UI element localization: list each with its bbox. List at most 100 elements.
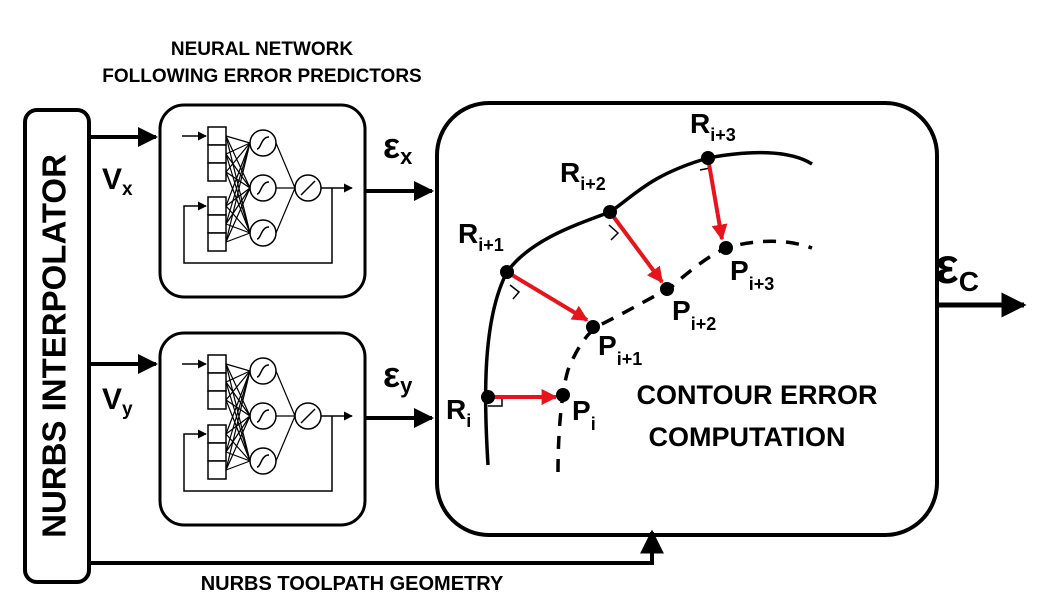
point-p-i-plus-1 — [586, 320, 600, 334]
nn-feedback-loop — [183, 416, 333, 492]
ey-label: εy — [383, 354, 413, 398]
nn-connection — [225, 381, 251, 417]
right-angle-marker — [509, 284, 521, 300]
nn-hidden-neuron — [249, 357, 277, 385]
error-vector — [608, 210, 664, 284]
neural-network-x-block — [158, 103, 367, 299]
nn-connection — [225, 370, 251, 453]
nn-connection — [225, 135, 251, 189]
label-r-i-plus-2: Ri+2 — [560, 157, 606, 194]
point-r-i — [481, 390, 495, 404]
sigmoid-icon — [256, 136, 270, 150]
point-r-i-plus-1 — [500, 265, 514, 279]
linear-icon — [300, 180, 316, 196]
nn-input-cell — [207, 162, 227, 182]
point-r-i-plus-2 — [603, 205, 617, 219]
error-vector — [505, 270, 589, 322]
nn-input-cell — [207, 144, 227, 164]
nn-connection — [225, 399, 251, 417]
ex-label: εx — [383, 125, 413, 169]
point-p-i-plus-2 — [660, 282, 674, 296]
nn-input-cell — [207, 372, 227, 392]
contour-title-line-2: COMPUTATION — [649, 422, 846, 452]
nn-connection — [225, 460, 251, 471]
nn-connection — [225, 142, 251, 155]
nurbs-interpolator-label: NURBS INTERPOLATOR — [36, 154, 73, 538]
nn-connection — [225, 415, 251, 453]
nn-connection — [225, 370, 251, 471]
nn-connection — [275, 370, 296, 417]
label-r-i-plus-1: Ri+1 — [458, 218, 504, 255]
point-r-i-plus-3 — [701, 151, 715, 165]
sigmoid-icon — [256, 409, 270, 423]
nn-connection — [225, 142, 251, 173]
error-vector — [706, 157, 728, 241]
nn-input-cell — [207, 460, 227, 480]
vx-label: Vx — [102, 163, 133, 200]
nn-hidden-neuron — [249, 174, 277, 202]
reference-curve — [483, 150, 813, 466]
sigmoid-icon — [256, 364, 270, 378]
ec-label: εC — [935, 238, 979, 297]
right-angle-marker — [488, 396, 503, 407]
nn-hidden-neuron — [249, 402, 277, 430]
header-line-1: NEURAL NETWORK — [171, 39, 354, 60]
point-p-i — [556, 388, 570, 402]
sigmoid-icon — [256, 226, 270, 240]
actual-curve — [556, 239, 813, 473]
nn-input-cell — [207, 390, 227, 410]
nn-feedback-loop — [183, 188, 333, 264]
nn-input-cell — [207, 126, 227, 146]
nn-connection — [225, 370, 251, 383]
toolpath-geometry-label: NURBS TOOLPATH GEOMETRY — [201, 573, 504, 595]
label-p-i-plus-3: Pi+3 — [730, 255, 774, 294]
nn-connection — [225, 135, 251, 144]
nn-connection — [225, 363, 251, 372]
vy-label: Vy — [102, 383, 133, 420]
nn-connection — [225, 171, 251, 189]
label-r-i: Ri — [446, 394, 471, 431]
neural-network-y-block — [158, 331, 367, 527]
contour-title-line-1: CONTOUR ERROR — [636, 380, 877, 410]
nn-connection — [225, 142, 251, 225]
right-angle-marker — [608, 224, 620, 241]
nn-input-cell — [207, 196, 227, 216]
nn-connection — [225, 415, 251, 435]
nn-connection — [225, 153, 251, 189]
linear-icon — [300, 408, 316, 424]
nn-input-cell — [207, 354, 227, 374]
label-p-i-plus-1: Pi+1 — [598, 330, 642, 369]
sigmoid-icon — [256, 454, 270, 468]
nn-connection — [225, 415, 251, 471]
label-r-i-plus-3: Ri+3 — [690, 108, 736, 145]
nn-connection — [225, 171, 251, 234]
label-p-i: Pi — [572, 395, 596, 434]
nn-connection — [225, 232, 251, 243]
nn-connection — [225, 142, 251, 207]
point-p-i-plus-3 — [719, 241, 733, 255]
nn-input-cell — [207, 232, 227, 252]
nn-input-cell — [207, 424, 227, 444]
nn-connection — [275, 415, 296, 462]
nn-connection — [225, 142, 251, 243]
nn-input-cell — [207, 214, 227, 234]
sigmoid-icon — [256, 181, 270, 195]
nn-connection — [225, 187, 251, 243]
label-p-i-plus-2: Pi+2 — [672, 295, 716, 334]
nurbs-interpolator-block: NURBS INTERPOLATOR — [23, 108, 91, 584]
nn-connection — [275, 142, 296, 189]
nn-hidden-neuron — [249, 447, 277, 475]
nn-connection — [275, 187, 296, 234]
nn-connection — [225, 187, 251, 207]
header-line-2: FOLLOWING ERROR PREDICTORS — [102, 66, 421, 87]
nn-connection — [225, 399, 251, 462]
nn-input-cell — [207, 442, 227, 462]
nn-connection — [225, 363, 251, 417]
nn-connection — [225, 370, 251, 435]
nn-connection — [225, 370, 251, 401]
contour-error-block — [435, 101, 939, 537]
nn-hidden-neuron — [249, 219, 277, 247]
nn-hidden-neuron — [249, 129, 277, 157]
nn-connection — [225, 187, 251, 225]
